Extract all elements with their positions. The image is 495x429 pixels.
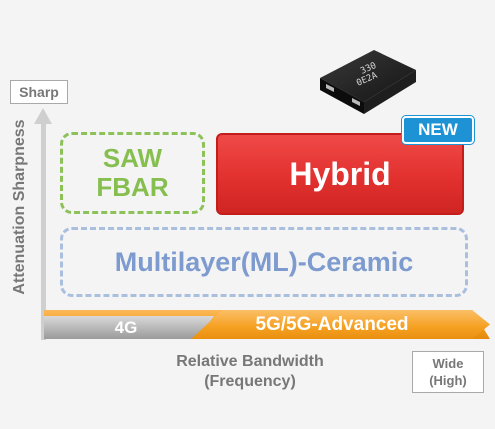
x-axis-title-line1: Relative Bandwidth [176,353,324,370]
y-axis-line [41,120,46,340]
saw-fbar-box: SAW FBAR [60,132,205,214]
hybrid-label: Hybrid [289,155,391,192]
wide-label: Wide (High) [412,351,484,393]
ml-ceramic-box: Multilayer(ML)-Ceramic [60,227,468,297]
ml-ceramic-label: Multilayer(ML)-Ceramic [114,246,414,277]
chip-component-image: 330 0E2A [320,50,416,114]
y-axis-title: Attenuation Sharpness [11,119,28,295]
hybrid-box: Hybrid [216,133,464,215]
new-badge: NEW [402,116,474,144]
x-axis-title: Relative Bandwidth (Frequency) [140,352,360,392]
band-5g-bar [191,310,490,339]
wide-label-line1: Wide [432,356,464,371]
fbar-label: FBAR [96,172,169,202]
wide-label-line2: (High) [429,373,467,388]
band-4g-label: 4G [114,318,138,337]
y-axis-arrowhead [34,108,52,124]
band-5g-label: 5G/5G-Advanced [255,314,409,335]
band-4g-bar [44,316,214,339]
saw-label: SAW [102,143,163,173]
sharp-label: Sharp [10,80,68,104]
x-axis-title-line2: (Frequency) [204,373,296,390]
